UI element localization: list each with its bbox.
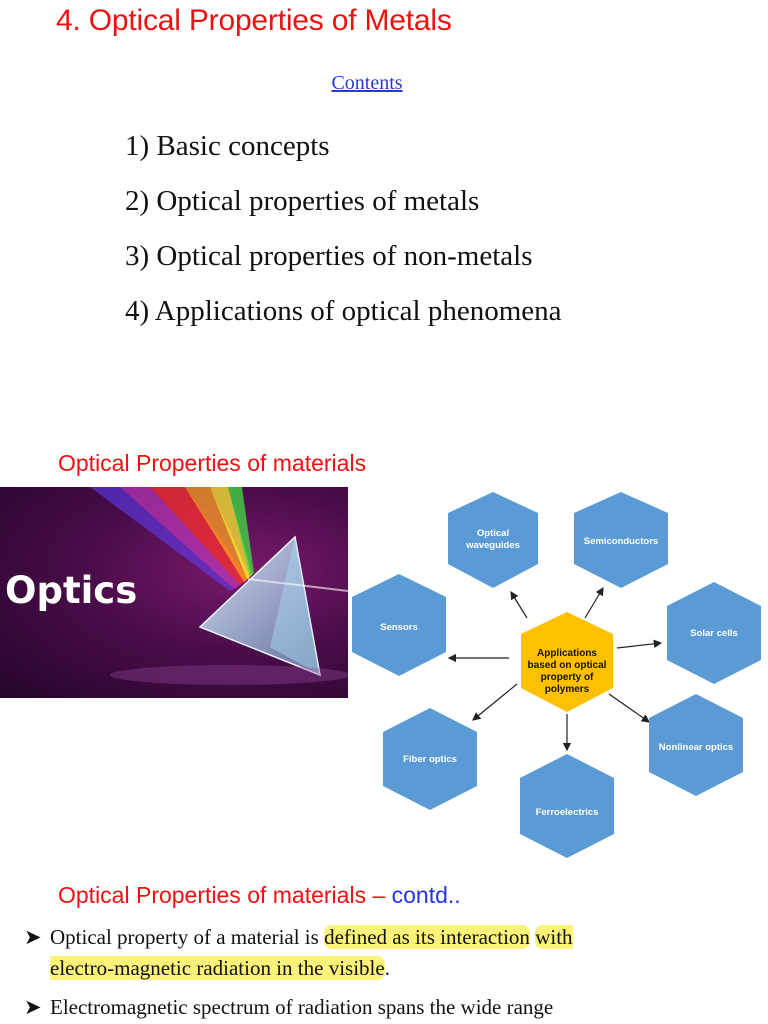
arrow-bullet-icon: ➤: [24, 925, 42, 949]
toc-item[interactable]: 2) Optical properties of metals: [125, 185, 480, 217]
toc-item[interactable]: 3) Optical properties of non-metals: [125, 240, 533, 272]
hex-node-ferroelectrics: Ferroelectrics: [520, 754, 614, 858]
center-label: Applications: [537, 648, 597, 659]
center-label: polymers: [545, 684, 590, 695]
center-label: property of: [541, 672, 594, 683]
toc-item[interactable]: 4) Applications of optical phenomena: [125, 295, 562, 327]
hex-label: Optical: [477, 528, 509, 539]
table-of-contents: 1) Basic concepts 2) Optical properties …: [125, 126, 562, 346]
connector-solar: [616, 639, 663, 649]
hex-label: Solar cells: [690, 628, 738, 639]
section-heading-text: Optical Properties of materials –: [58, 882, 386, 908]
hex-label: Semiconductors: [584, 536, 658, 547]
contd-text: contd..: [391, 882, 461, 908]
hex-node-solar-cells: Solar cells: [667, 582, 761, 684]
bullet-item: ➤ Electromagnetic spectrum of radiation …: [24, 992, 624, 1023]
hex-node-semiconductors: Semiconductors: [574, 492, 668, 588]
hex-node-sensors: Sensors: [352, 574, 446, 676]
page-title: 4. Optical Properties of Metals: [56, 4, 452, 37]
hex-label: Nonlinear optics: [659, 742, 733, 753]
bullet-text: .: [384, 956, 390, 980]
optics-caption: Optics: [5, 569, 138, 612]
applications-diagram: Optical waveguides Semiconductors Sensor…: [352, 492, 761, 858]
hex-node-waveguides: Optical waveguides: [448, 492, 538, 588]
hex-label: Ferroelectrics: [536, 807, 599, 818]
contents-link[interactable]: Contents: [331, 72, 403, 94]
section-heading-materials: Optical Properties of materials: [58, 450, 367, 476]
section-heading-contd: Optical Properties of materials – contd.…: [58, 882, 461, 909]
connector-waveguides: [510, 590, 528, 619]
toc-item[interactable]: 1) Basic concepts: [125, 130, 330, 162]
bullet-text: Electromagnetic spectrum of radiation sp…: [50, 995, 554, 1019]
hex-label: Fiber optics: [403, 754, 457, 765]
optics-prism-image: Optics: [0, 487, 348, 698]
bullet-list: ➤ Optical property of a material is defi…: [24, 922, 624, 1023]
highlighted-text: defined as its interaction: [324, 925, 530, 949]
connector-fiber: [472, 683, 518, 721]
center-label: based on optical: [528, 660, 607, 671]
hex-label: Sensors: [380, 622, 418, 633]
connector-nonlinear: [608, 693, 650, 723]
connector-semiconductors: [584, 586, 604, 619]
hex-center-applications: Applications based on optical property o…: [521, 612, 613, 712]
prism-illustration: [90, 487, 348, 685]
arrow-bullet-icon: ➤: [24, 995, 42, 1019]
bullet-item: ➤ Optical property of a material is defi…: [24, 922, 624, 984]
hex-node-fiber-optics: Fiber optics: [383, 708, 477, 810]
hex-label: waveguides: [465, 540, 520, 551]
bullet-text: Optical property of a material is: [50, 925, 325, 949]
hex-node-nonlinear-optics: Nonlinear optics: [649, 694, 743, 796]
